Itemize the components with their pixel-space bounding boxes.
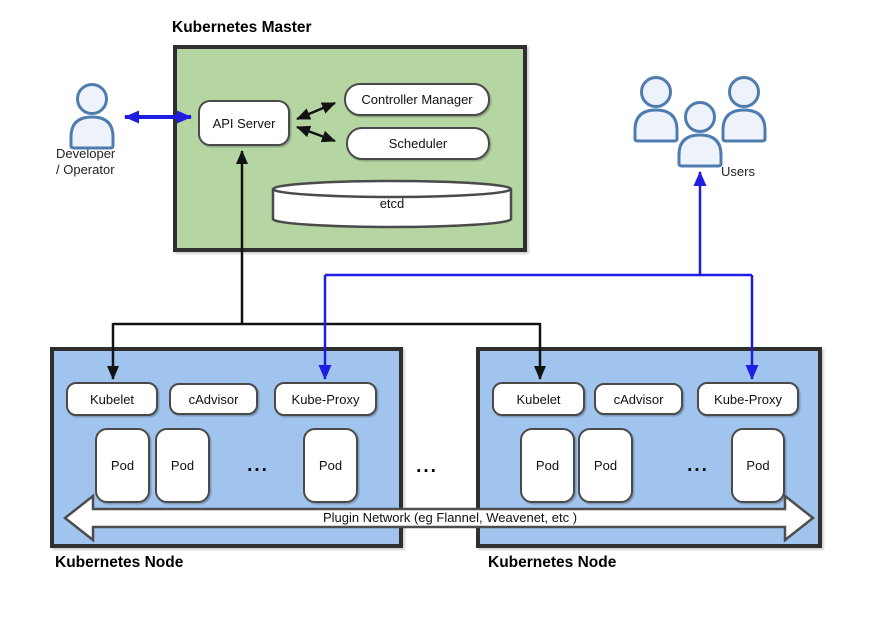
users-group-icon xyxy=(633,76,767,168)
pod-box: Pod xyxy=(731,428,785,503)
api-server-box: API Server xyxy=(198,100,290,146)
pod-box: Pod xyxy=(520,428,575,503)
developer-person-icon xyxy=(69,83,115,150)
pods-ellipsis: ... xyxy=(687,455,709,476)
master-title: Kubernetes Master xyxy=(172,19,312,36)
controller-manager-box: Controller Manager xyxy=(344,83,490,116)
developer-operator-label: Developer / Operator xyxy=(56,146,116,177)
kubelet-box: Kubelet xyxy=(492,382,585,416)
kube-proxy-box: Kube-Proxy xyxy=(697,382,799,416)
pods-ellipsis: ... xyxy=(247,455,269,476)
more-nodes-ellipsis: ... xyxy=(416,456,438,477)
kubernetes-node-1: Kubelet cAdvisor Kube-Proxy Pod Pod ... … xyxy=(50,347,403,548)
cadvisor-box: cAdvisor xyxy=(169,383,258,415)
user-person-icon xyxy=(677,101,723,168)
pod-box: Pod xyxy=(95,428,150,503)
pod-box: Pod xyxy=(303,428,358,503)
kube-proxy-box: Kube-Proxy xyxy=(274,382,377,416)
node-2-title: Kubernetes Node xyxy=(488,554,617,571)
plugin-network-label: Plugin Network (eg Flannel, Weavenet, et… xyxy=(322,510,578,525)
user-person-icon xyxy=(721,76,767,143)
pod-box: Pod xyxy=(155,428,210,503)
users-label: Users xyxy=(721,164,755,179)
user-person-icon xyxy=(633,76,679,143)
kubelet-box: Kubelet xyxy=(66,382,158,416)
master-box: API Server Controller Manager Scheduler xyxy=(173,45,527,252)
cadvisor-box: cAdvisor xyxy=(594,383,683,415)
pod-box: Pod xyxy=(578,428,633,503)
etcd-label: etcd xyxy=(379,196,405,211)
scheduler-box: Scheduler xyxy=(346,127,490,160)
node-1-title: Kubernetes Node xyxy=(55,554,184,571)
